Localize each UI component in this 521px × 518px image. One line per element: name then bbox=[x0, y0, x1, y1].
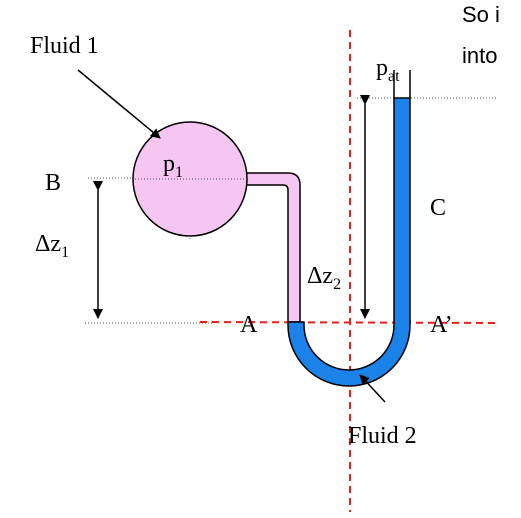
point-b-label: B bbox=[45, 170, 61, 196]
fluid2-label: Fluid 2 bbox=[348, 423, 417, 449]
fluid1-label: Fluid 1 bbox=[30, 33, 99, 59]
dz2-label: Δz2 bbox=[307, 263, 341, 293]
dz1-label: Δz1 bbox=[35, 231, 69, 261]
open-tube-end bbox=[393, 70, 411, 98]
pat-label: pat bbox=[376, 55, 400, 85]
horizontal-axis-line bbox=[199, 321, 501, 324]
p1-label: p1 bbox=[163, 151, 183, 181]
fluid2-pointer-arrow bbox=[359, 374, 386, 403]
point-a-label: A bbox=[240, 312, 258, 338]
fluid2-u-tube bbox=[287, 97, 411, 387]
caption-line-1: So i bbox=[462, 2, 500, 27]
dimension-arrows bbox=[93, 95, 370, 319]
caption-line-2: into bbox=[462, 43, 497, 68]
point-a-prime-label: A’ bbox=[430, 312, 453, 338]
fluid1-tube bbox=[237, 172, 301, 323]
fluid1-pointer-arrow bbox=[77, 69, 161, 139]
point-c-label: C bbox=[430, 195, 446, 221]
red-axis-lines bbox=[199, 30, 501, 512]
fluid2-container bbox=[287, 70, 411, 387]
fluid1-container bbox=[132, 121, 301, 323]
